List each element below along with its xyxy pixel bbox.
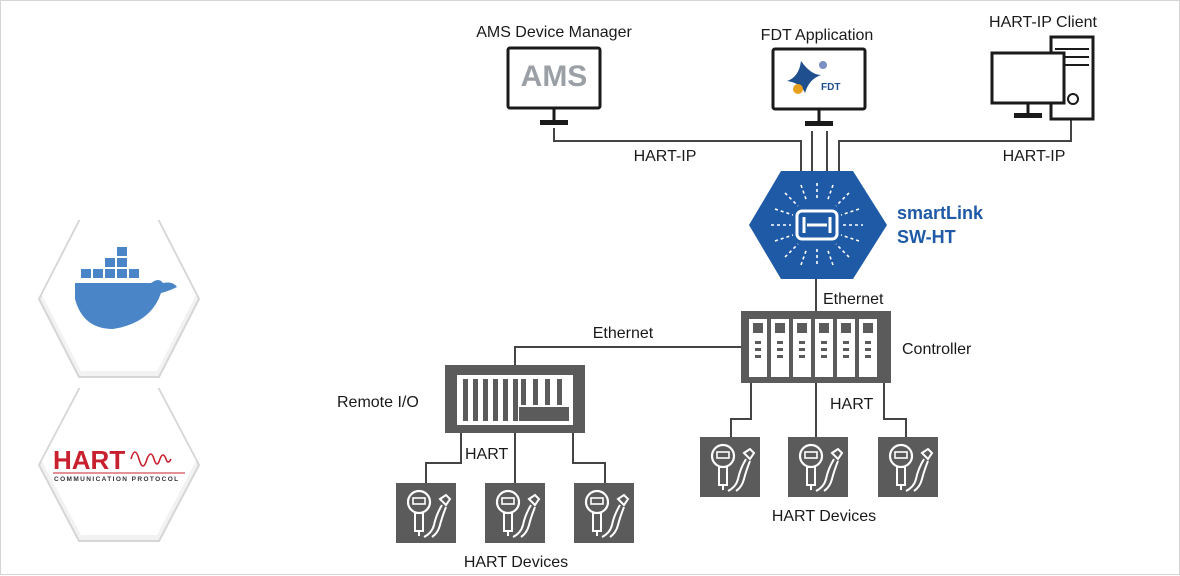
controller-label: Controller — [902, 341, 972, 358]
hart-hexagon: HART COMMUNICATION PROTOCOL — [37, 387, 201, 542]
ethernet-label-top: Ethernet — [823, 291, 884, 308]
hart-label-remote-io: HART — [465, 446, 508, 463]
smartlink-hexagon-icon — [749, 171, 887, 279]
monitor-icon — [990, 51, 1066, 118]
pressure-transmitter-icon — [572, 481, 636, 545]
pressure-transmitter-icon — [394, 481, 458, 545]
hart-label-controller: HART — [830, 396, 873, 413]
pressure-transmitter-icon — [698, 435, 762, 499]
pressure-transmitter-icon — [483, 481, 547, 545]
hart-protocol-logo-icon: HART COMMUNICATION PROTOCOL — [53, 445, 185, 483]
monitor-icon — [771, 47, 867, 128]
remote-io-icon — [445, 365, 585, 433]
ams-device-manager-station: AMS Device Manager AMS — [476, 24, 632, 127]
smartlink-model-label: SW-HT — [897, 227, 956, 247]
hart-ip-client-label: HART-IP Client — [989, 14, 1097, 31]
smartlink-label: smartLink — [897, 203, 984, 223]
connection-lines — [425, 119, 1072, 483]
ethernet-label-left: Ethernet — [593, 325, 654, 342]
docker-hexagon — [37, 219, 201, 378]
hart-devices-label-controller: HART Devices — [772, 508, 876, 525]
hart-devices-label-remote-io: HART Devices — [464, 554, 568, 571]
remote-io-label: Remote I/O — [337, 394, 419, 411]
ams-logo: AMS — [521, 60, 588, 93]
fdt-logo: FDT — [787, 61, 840, 94]
svg-text:COMMUNICATION PROTOCOL: COMMUNICATION PROTOCOL — [54, 476, 180, 483]
fdt-application-label: FDT Application — [761, 27, 874, 44]
svg-text:HART: HART — [53, 445, 125, 475]
hart-ip-client-station: HART-IP Client — [989, 14, 1098, 121]
pressure-transmitter-icon — [786, 435, 850, 499]
svg-text:FDT: FDT — [821, 82, 840, 93]
docker-whale-icon — [75, 247, 177, 329]
controller-icon — [741, 311, 891, 383]
fdt-application-station: FDT Application FDT — [761, 27, 874, 128]
hart-ip-label-left: HART-IP — [634, 148, 697, 165]
pressure-transmitter-icon — [876, 435, 940, 499]
hart-ip-label-right: HART-IP — [1003, 148, 1066, 165]
ams-device-manager-label: AMS Device Manager — [476, 24, 632, 41]
